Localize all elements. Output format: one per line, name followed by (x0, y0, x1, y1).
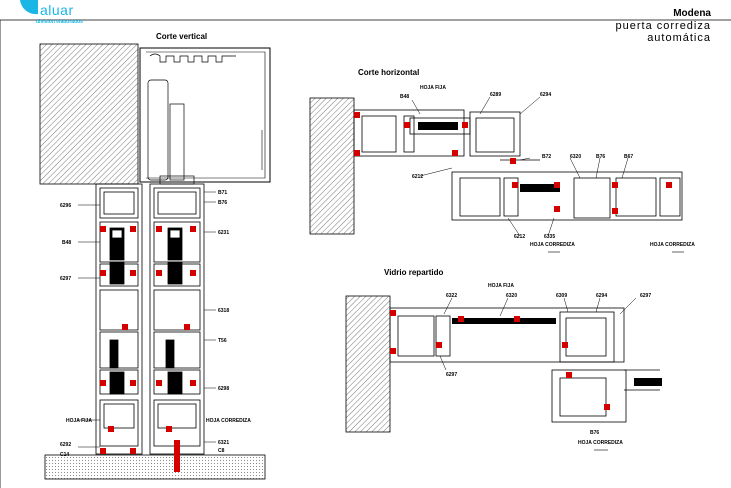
slabel-4: 6294 (596, 293, 607, 299)
hlabel-9: 6335 (544, 234, 555, 240)
section-title-horizontal: Corte horizontal (358, 68, 420, 77)
hlabel-7: 6212 (412, 174, 423, 180)
gaskets-split (390, 310, 610, 410)
right-leaf (149, 183, 205, 455)
wall-horizontal (309, 97, 355, 235)
slabel-5: 6297 (640, 293, 651, 299)
section-title-split: Vidrio repartido (384, 268, 444, 277)
vlabel-r4: T56 (218, 338, 227, 344)
split-glass-section: HOJA FIJA 6322 6320 6309 6297 6294 6297 … (345, 283, 662, 451)
vertical-section: 6296 B48 6297 HOJA FIJA 6292 C14 B71 B76… (39, 43, 271, 480)
gaskets-vertical (100, 226, 196, 472)
product-line-1: puerta corrediza (615, 20, 711, 32)
series-name: Modena (673, 8, 711, 19)
hlabel-3: B72 (542, 154, 551, 160)
vlabel-r7: 6321 (218, 440, 229, 446)
gaskets-horizontal (354, 112, 672, 214)
title-block: Modena puerta corrediza automática (616, 8, 712, 44)
hlabel-8: 6212 (514, 234, 525, 240)
slabel-0: 6322 (446, 293, 457, 299)
hlabel-corr1: HOJA CORREDIZA (530, 242, 575, 248)
slabel-corr: HOJA CORREDIZA (578, 440, 623, 446)
vlabel-l4: 6292 (60, 442, 71, 448)
vlabel-r3: 6318 (218, 308, 229, 314)
brand-mark-icon (20, 0, 38, 15)
vlabel-l1: B48 (62, 240, 71, 246)
vlabel-l0: 6296 (60, 203, 71, 209)
wall-split (345, 295, 391, 433)
hlabel-corr2: HOJA CORREDIZA (650, 242, 695, 248)
wall-top (39, 43, 139, 185)
hlabel-6: B67 (624, 154, 633, 160)
hlabel-5: B76 (596, 154, 605, 160)
slabel-2: 6309 (556, 293, 567, 299)
vlabel-r1: B76 (218, 200, 227, 206)
vlabel-r6: HOJA CORREDIZA (206, 418, 251, 424)
vlabel-r5: 6298 (218, 386, 229, 392)
brand-subtitle: división elaborados (36, 19, 83, 25)
product-line-2: automática (647, 32, 711, 44)
vlabel-r2: 6231 (218, 230, 229, 236)
slabel-1: 6320 (506, 293, 517, 299)
left-leaf (95, 183, 143, 455)
vlabel-l2: 6297 (60, 276, 71, 282)
hlabel-2: 6294 (540, 92, 551, 98)
slabel-fija: HOJA FIJA (488, 283, 514, 289)
floor (44, 454, 266, 480)
horizontal-section: HOJA FIJA B48 6289 6294 B72 6320 B76 B67… (309, 85, 695, 253)
hlabel-4: 6320 (570, 154, 581, 160)
section-title-vertical: Corte vertical (156, 32, 208, 41)
vlabel-l5: C14 (60, 452, 69, 458)
brand-logo: aluar división elaborados (0, 0, 83, 27)
vlabel-r0: B71 (218, 190, 227, 196)
vlabel-r8: C8 (218, 448, 225, 454)
slabel-bottom: B76 (590, 430, 599, 436)
hlabel-1: 6289 (490, 92, 501, 98)
hlabel-fija: HOJA FIJA (420, 85, 446, 91)
hlabel-0: B48 (400, 94, 409, 100)
brand-name: aluar (40, 2, 74, 18)
vlabel-l3: HOJA FIJA (66, 418, 92, 424)
slabel-3: 6297 (446, 372, 457, 378)
